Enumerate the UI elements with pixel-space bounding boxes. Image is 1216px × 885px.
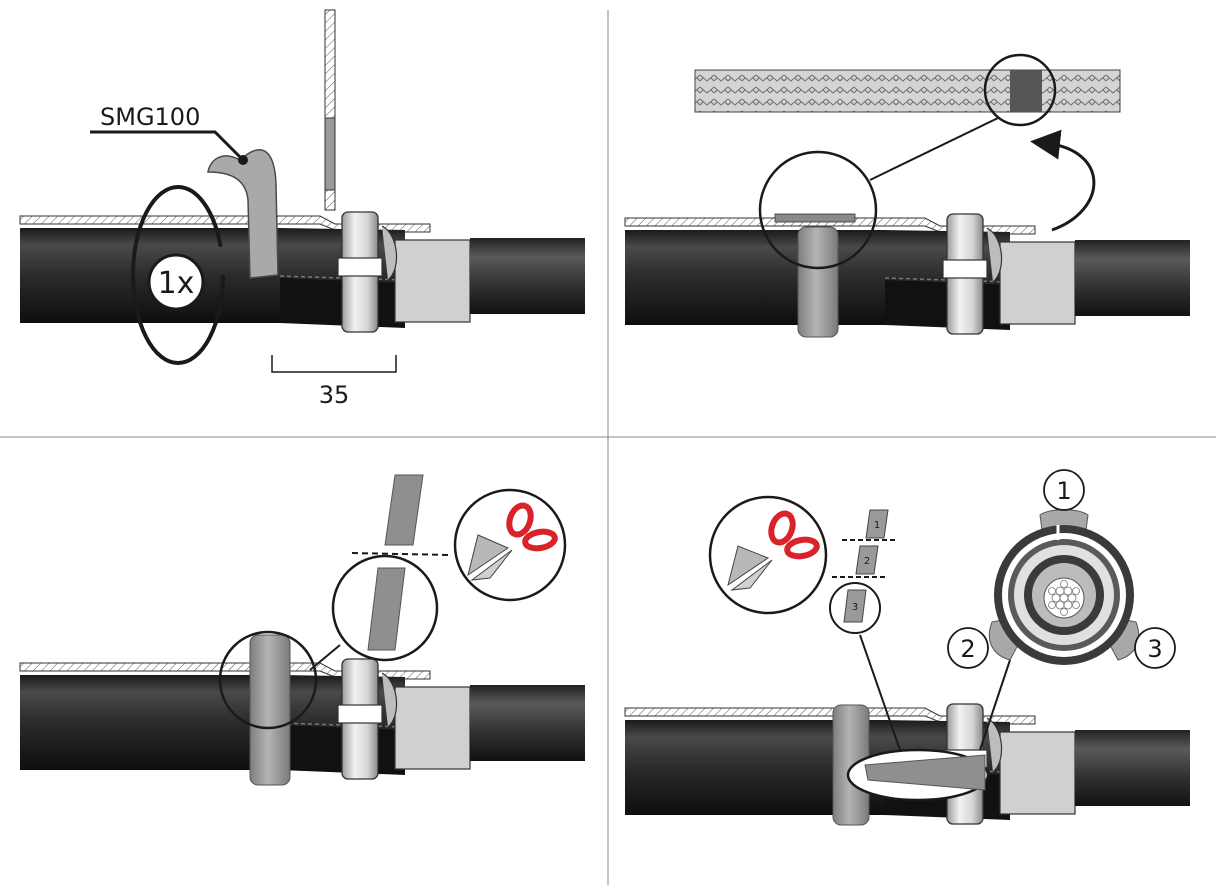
panel-3: [19, 474, 586, 786]
scissors-icon: [708, 495, 828, 615]
mastic-strip: [207, 149, 279, 279]
position-badge-3: [1134, 627, 1176, 669]
scissors-icon: [453, 488, 567, 602]
position-label-3: 3: [1147, 635, 1162, 663]
position-badge-2: [947, 627, 989, 669]
strip-label-1: 1: [874, 520, 880, 531]
braided-shield: [694, 69, 1121, 113]
magnifier-circle-icon: [218, 630, 318, 730]
shield-strip-vertical: [324, 9, 336, 211]
panel-1: 1x SMG100 35: [19, 9, 586, 409]
dimension-label: 35: [319, 381, 350, 409]
rotate-arrow-icon: [131, 185, 225, 365]
magnifier-circle-icon: [758, 150, 878, 270]
turns-label: 1x: [158, 266, 195, 301]
dimension-bracket: [271, 355, 397, 373]
position-badge-1: [1043, 469, 1085, 511]
turns-badge: [147, 253, 205, 311]
strip-label-2: 2: [864, 556, 870, 567]
panel-2: [624, 53, 1191, 338]
panel-4: 1 2 3: [624, 469, 1191, 826]
strip-label-3: 3: [852, 602, 858, 613]
curved-arrow-icon: [1030, 129, 1096, 232]
mastic-band: [249, 634, 291, 786]
mastic-band: [797, 226, 839, 338]
position-label-2: 2: [960, 635, 975, 663]
magnifier-circle-icon: [983, 53, 1057, 127]
product-label: SMG100: [100, 103, 200, 131]
position-label-1: 1: [1056, 477, 1071, 505]
cable-cross-section: [988, 509, 1140, 665]
